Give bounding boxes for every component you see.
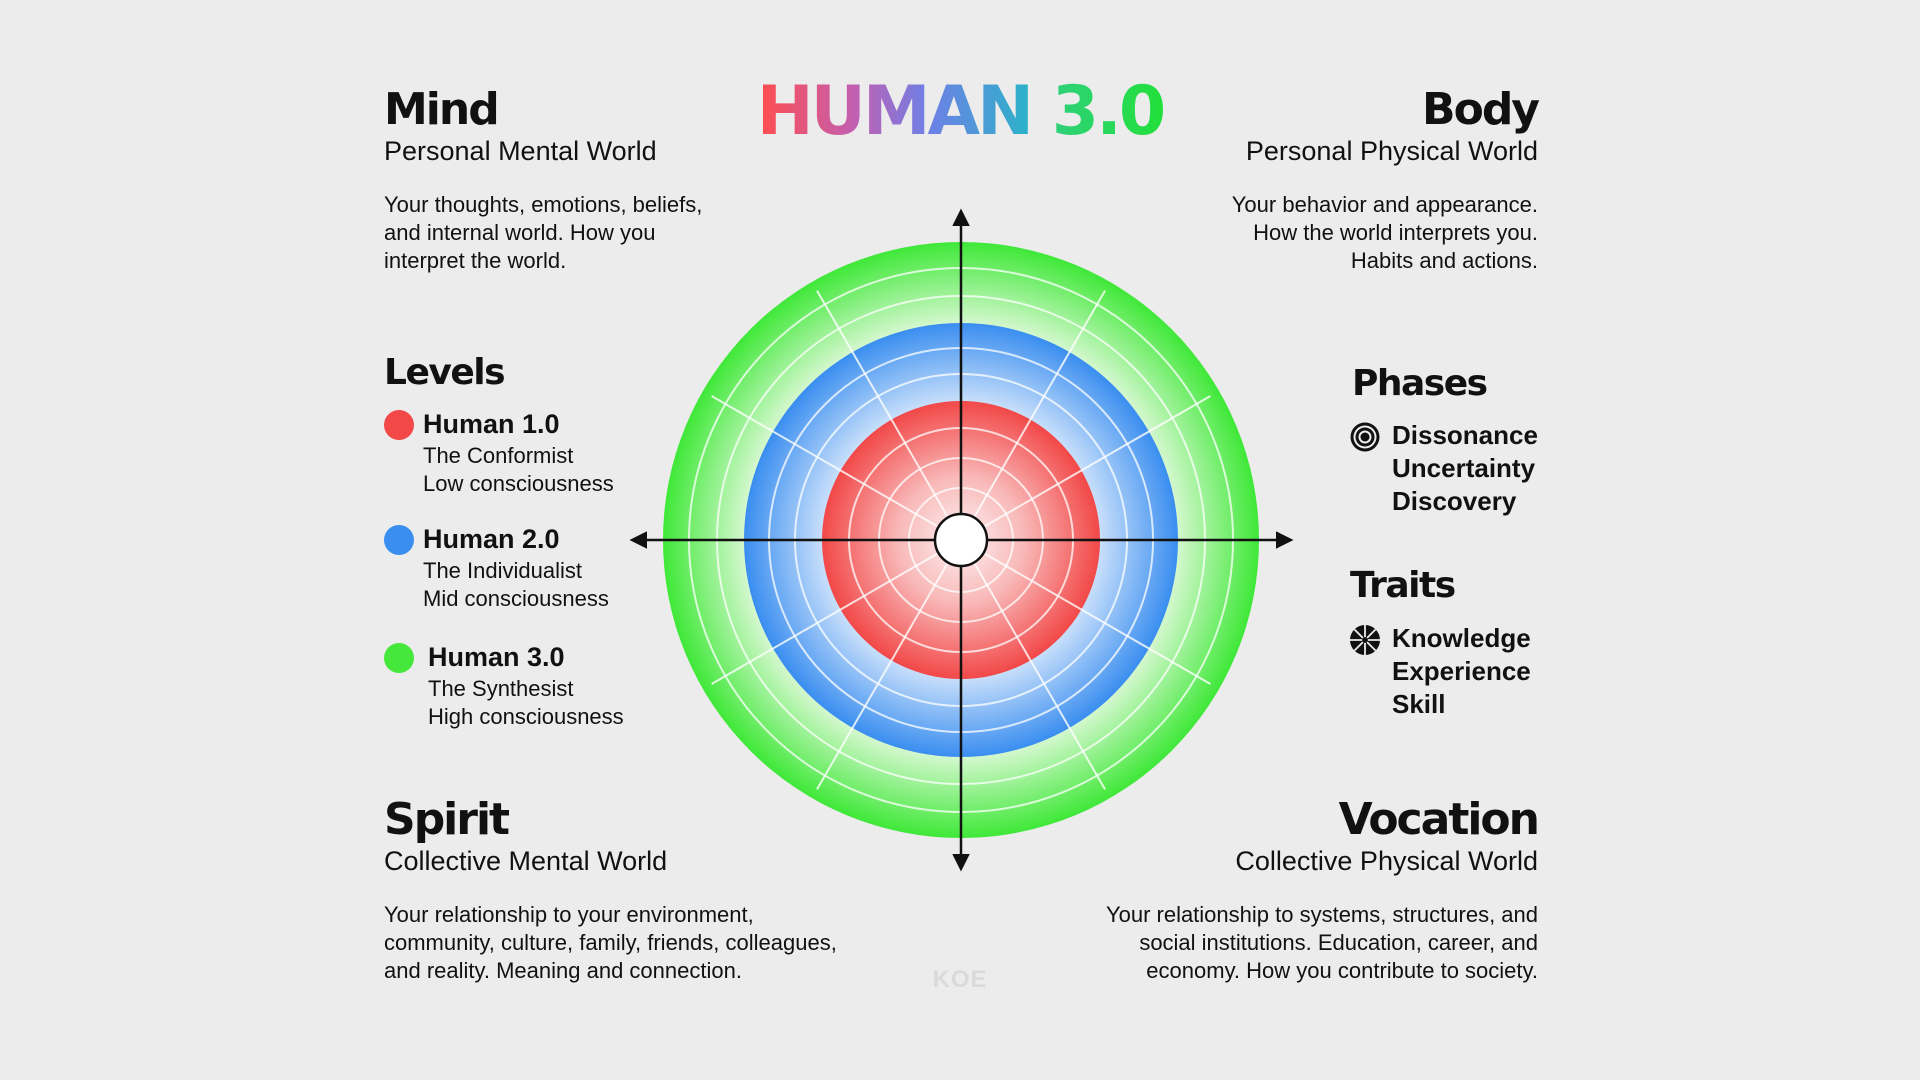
body-heading: Body [1422,84,1540,135]
vocation-desc-line: social institutions. Education, career, … [1139,930,1538,955]
page-title: HUMAN 3.0 [0,78,1920,146]
body-subheading: Personal Physical World [1245,136,1538,166]
red-dot-icon [384,410,414,440]
mind-desc-line: interpret the world. [384,248,567,273]
level-descriptor: The Synthesist [428,676,574,701]
level-consciousness: Mid consciousness [423,586,609,611]
trait-item: Experience [1392,656,1531,686]
vocation-heading: Vocation [1338,794,1540,845]
vocation-description: Your relationship to systems, structures… [978,901,1538,985]
level-name: Human 2.0 [423,524,560,554]
level-consciousness: High consciousness [428,704,624,729]
consciousness-wheel [629,208,1294,872]
vocation-desc-line: Your relationship to systems, structures… [1105,902,1538,927]
spirit-desc-line: Your relationship to your environment, [384,902,754,927]
body-desc-line: Habits and actions. [1350,248,1538,273]
spirit-description: Your relationship to your environment, c… [384,901,837,985]
level-name: Human 1.0 [423,409,560,439]
traits-heading: Traits [1350,565,1456,606]
blue-dot-icon [384,525,414,555]
level-descriptor: The Conformist [423,443,574,468]
vocation-quadrant: Vocation Collective Physical World Your … [978,794,1540,985]
mind-subheading: Personal Mental World [384,136,657,166]
vocation-desc-line: economy. How you contribute to society. [1146,958,1538,983]
spirit-quadrant: Spirit Collective Mental World Your rela… [384,798,837,985]
spirit-desc-line: and reality. Meaning and connection. [384,958,742,983]
spirit-desc-line: community, culture, family, friends, col… [384,930,837,955]
levels-heading: Levels [384,352,506,393]
mind-description: Your thoughts, emotions, beliefs, and in… [384,191,702,275]
level-descriptor: The Individualist [423,558,582,583]
title-version: 3.0 [1051,72,1166,151]
mind-quadrant: Mind Personal Mental World Your thoughts… [384,88,702,275]
body-description: Your behavior and appearance. How the wo… [1038,191,1538,275]
mind-heading: Mind [384,84,500,135]
spirit-heading: Spirit [384,794,510,845]
phase-item: Uncertainty [1392,453,1536,483]
title-human: HUMAN [756,72,1034,151]
trait-item: Skill [1392,689,1446,719]
body-desc-line: Your behavior and appearance. [1231,192,1538,217]
trait-item: Knowledge [1392,623,1531,653]
level-name: Human 3.0 [428,642,565,672]
phase-item: Dissonance [1392,420,1538,450]
concentric-rings-icon [1350,422,1380,452]
vocation-subheading: Collective Physical World [1235,846,1538,876]
body-desc-line: How the world interprets you. [1253,220,1538,245]
phases-heading: Phases [1352,363,1488,404]
body-quadrant: Body Personal Physical World Your behavi… [1038,84,1540,275]
level-consciousness: Low consciousness [423,471,614,496]
spirit-subheading: Collective Mental World [384,846,668,876]
segmented-wheel-icon [1350,625,1380,655]
wheel-spokes [711,290,1211,790]
mind-desc-line: Your thoughts, emotions, beliefs, [384,192,703,217]
phase-item: Discovery [1392,486,1517,516]
green-dot-icon [384,643,414,673]
center-circle [933,512,989,568]
watermark: KOE [932,966,988,993]
mind-desc-line: and internal world. How you [384,220,656,245]
